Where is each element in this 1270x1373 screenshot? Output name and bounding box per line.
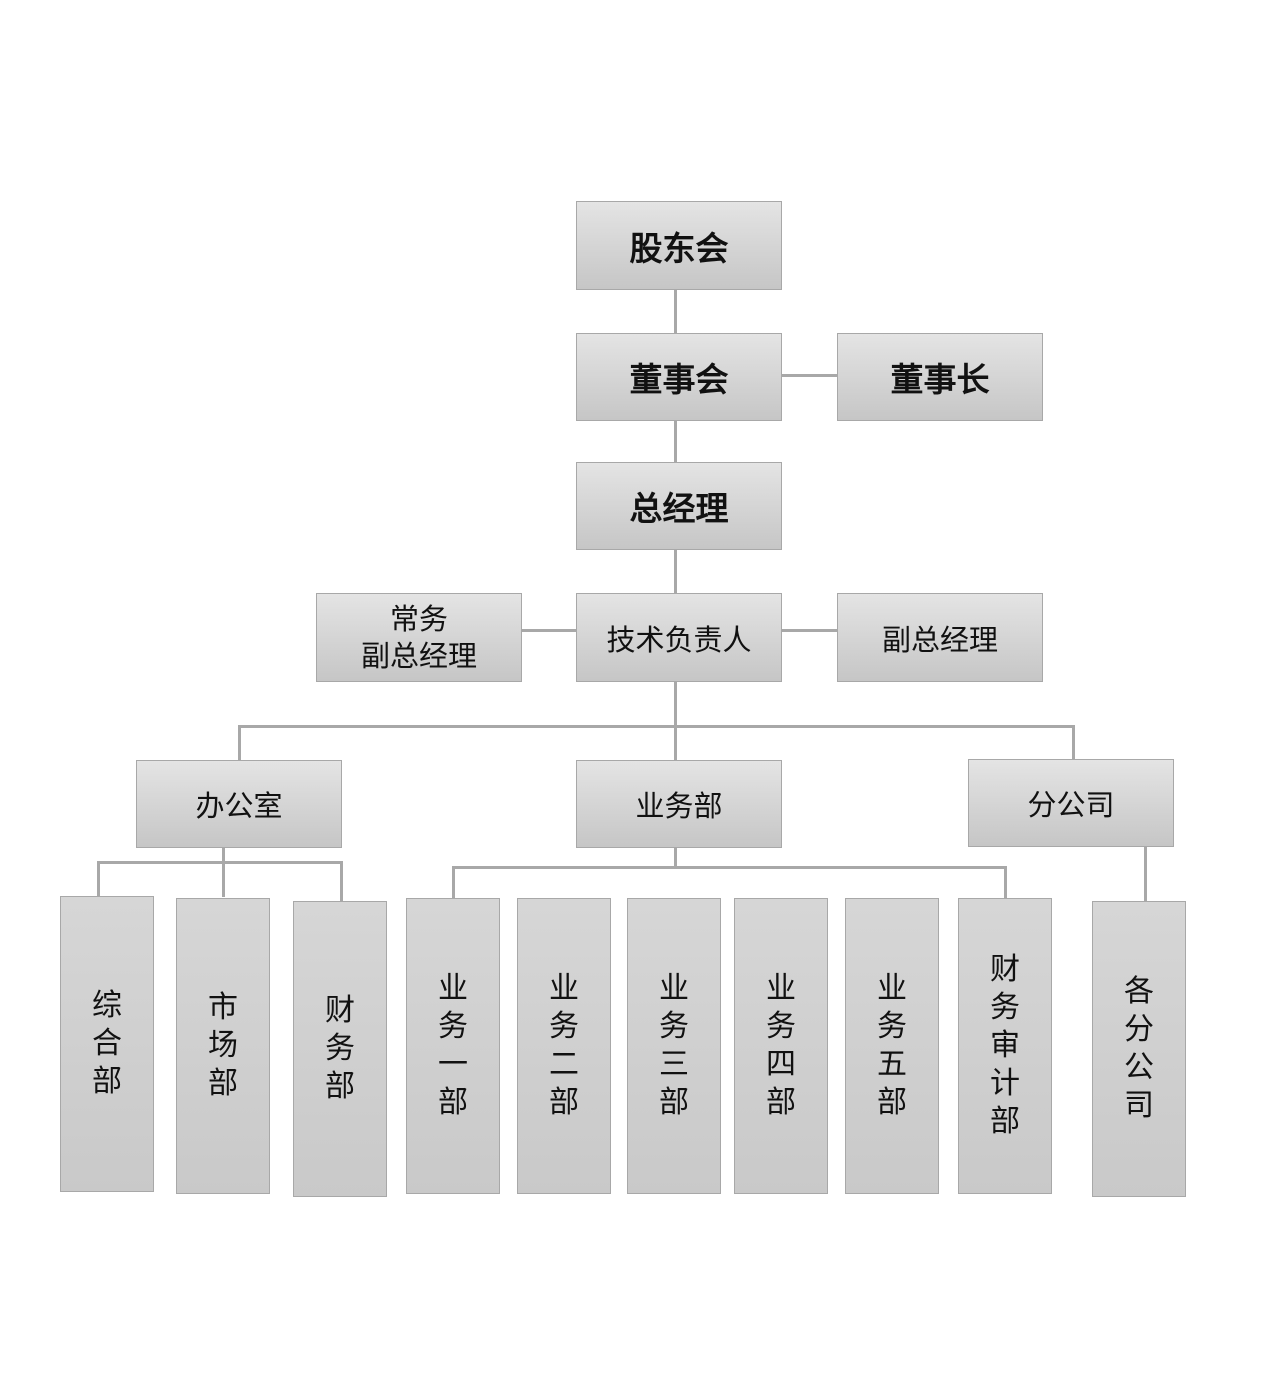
node-label: 常务 副总经理 — [361, 601, 477, 675]
connector-branch-down — [1144, 846, 1147, 902]
node-branch: 分公司 — [968, 759, 1174, 847]
node-label: 副总经理 — [881, 622, 998, 657]
node-label: 业务四部 — [766, 971, 796, 1120]
node-label-line: 副总经理 — [360, 638, 477, 673]
node-board: 董事会 — [576, 333, 782, 421]
node-branches: 各分公司 — [1092, 901, 1186, 1197]
connector-audit-drop — [1004, 866, 1007, 899]
node-biz-dept-3: 业务三部 — [627, 898, 721, 1194]
node-label: 财务部 — [325, 993, 355, 1104]
node-label: 业务五部 — [877, 971, 907, 1120]
connector-office-bus — [97, 861, 343, 864]
node-chairman: 董事长 — [837, 333, 1043, 421]
node-biz-dept-5: 业务五部 — [845, 898, 939, 1194]
node-vp: 副总经理 — [837, 593, 1043, 682]
node-tech-lead: 技术负责人 — [576, 593, 782, 682]
connector-branch-drop — [1072, 725, 1075, 760]
connector-board-gm — [674, 420, 677, 463]
connector-biz1-drop — [452, 866, 455, 899]
connector-business-bus — [452, 866, 1007, 869]
node-label: 办公室 — [195, 789, 283, 823]
node-label: 董事长 — [890, 360, 990, 399]
connector-shareholders-board — [674, 289, 677, 334]
connector-general-drop — [97, 861, 100, 897]
connector-office-drop — [238, 725, 241, 761]
connector-executive-vp-tech — [521, 629, 577, 632]
node-executive-vp: 常务 副总经理 — [316, 593, 522, 682]
node-label: 业务部 — [635, 789, 723, 823]
node-label: 业务三部 — [659, 971, 689, 1120]
node-finance-dept: 财务部 — [293, 901, 387, 1197]
node-office: 办公室 — [136, 760, 342, 848]
connector-gm-tech — [674, 549, 677, 594]
node-label: 股东会 — [629, 228, 729, 268]
connector-dept-bus — [238, 725, 1075, 728]
node-label: 技术负责人 — [606, 622, 752, 657]
node-label: 业务二部 — [549, 971, 579, 1120]
node-label: 综合部 — [92, 988, 122, 1099]
node-label: 各分公司 — [1124, 974, 1154, 1123]
connector-board-chairman — [781, 374, 838, 377]
connector-office-down — [222, 847, 225, 897]
node-business-dept: 业务部 — [576, 760, 782, 848]
connector-business-down — [674, 847, 677, 867]
node-biz-dept-2: 业务二部 — [517, 898, 611, 1194]
node-market-dept: 市场部 — [176, 898, 270, 1194]
node-label: 业务一部 — [438, 971, 468, 1120]
node-biz-dept-1: 业务一部 — [406, 898, 500, 1194]
node-label: 董事会 — [629, 360, 729, 399]
node-label: 总经理 — [629, 489, 729, 528]
connector-tech-vp — [781, 629, 838, 632]
node-biz-dept-4: 业务四部 — [734, 898, 828, 1194]
node-label-line: 常务 — [389, 601, 448, 636]
node-gm: 总经理 — [576, 462, 782, 550]
connector-tech-down — [674, 681, 677, 761]
node-finance-audit-dept: 财务审计部 — [958, 898, 1052, 1194]
connector-finance-drop — [340, 861, 343, 902]
node-general-dept: 综合部 — [60, 896, 154, 1192]
node-label: 分公司 — [1027, 788, 1115, 822]
node-label: 财务审计部 — [990, 952, 1020, 1139]
node-label: 市场部 — [208, 990, 238, 1101]
node-shareholders: 股东会 — [576, 201, 782, 290]
